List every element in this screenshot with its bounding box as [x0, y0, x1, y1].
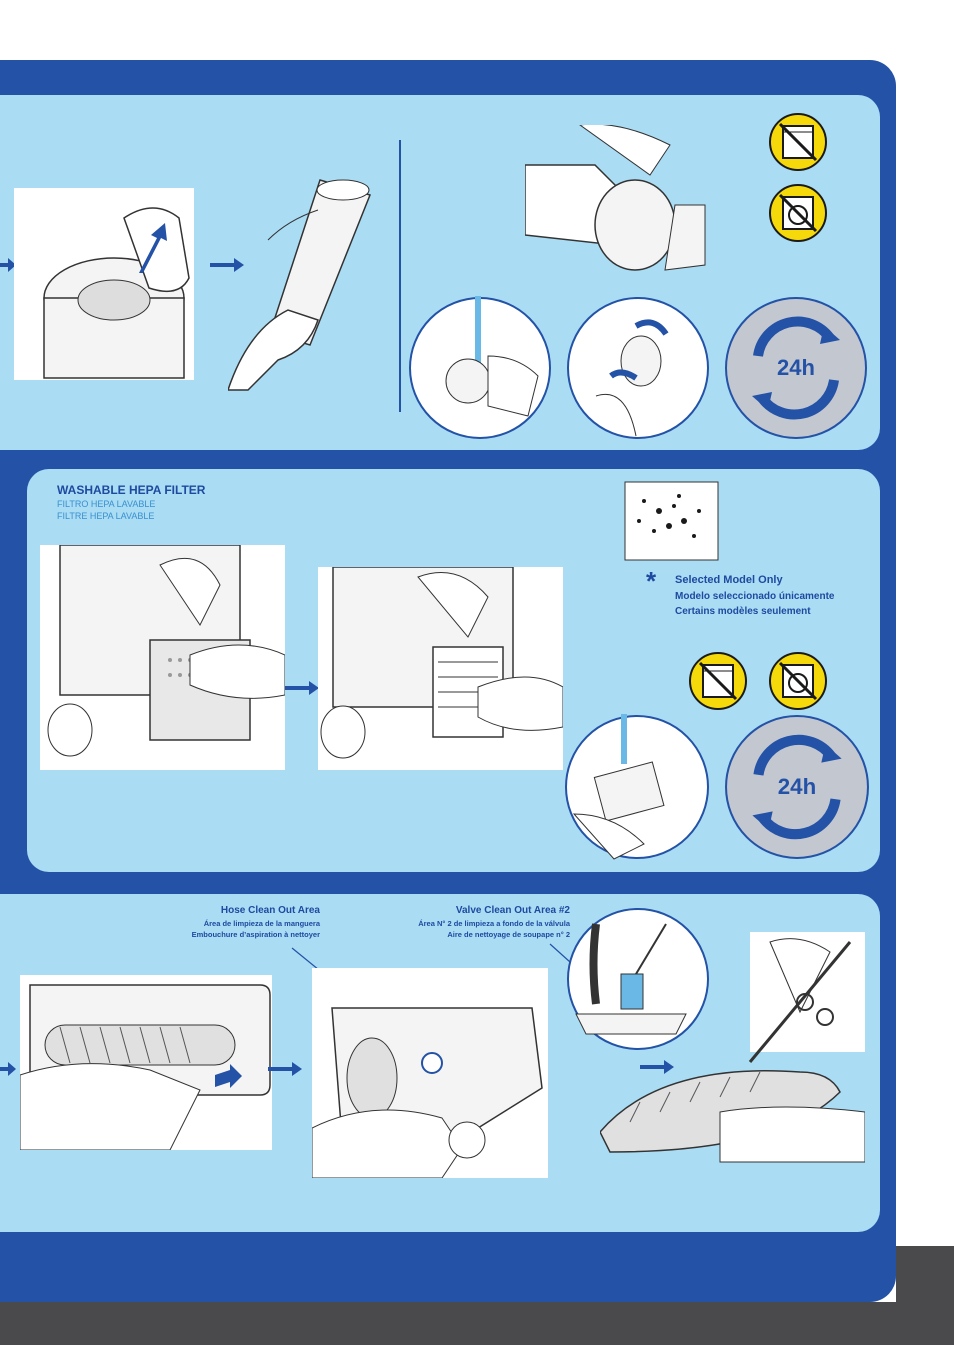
arrow-right-icon: [0, 258, 16, 272]
24h-dry-icon: 24h: [724, 714, 870, 860]
asterisk-icon: *: [646, 566, 657, 596]
hose-area-title: Hose Clean Out Area: [220, 905, 320, 916]
filter-cartridge-illustration: [228, 170, 378, 392]
hepa-sub-es: FILTRO HEPA LAVABLE: [57, 499, 156, 509]
24h-dry-icon: 24h: [724, 296, 868, 440]
no-washing-machine-icon: [768, 183, 828, 243]
arrow-right-icon: [268, 1062, 302, 1076]
valve-area-es: Área N° 2 de limpieza a fondo de la válv…: [418, 919, 570, 928]
hepa-remove-filter-illustration: [318, 567, 563, 770]
24h-label: 24h: [777, 355, 815, 380]
cut-hair-brushroll-illustration: [600, 932, 865, 1170]
rinse-filter-circle: [408, 296, 552, 440]
hose-area-es: Área de limpieza de la manguera: [203, 919, 320, 928]
valve-area-title: Valve Clean Out Area #2: [455, 905, 570, 916]
hose-area-fr: Embouchure d’aspiration à nettoyer: [191, 930, 320, 939]
no-dishwasher-icon: [688, 651, 748, 711]
selected-model-en: Selected Model Only: [675, 574, 783, 586]
hepa-sub-fr: FILTRE HEPA LAVABLE: [57, 511, 155, 521]
brushroll-removal-illustration: [20, 975, 272, 1150]
hepa-title: WASHABLE HEPA FILTER: [57, 483, 206, 497]
hepa-door-open-illustration: [40, 545, 285, 770]
valve-area-fr: Aire de nettoyage de soupape n° 2: [447, 930, 570, 939]
page-tab: [896, 1246, 954, 1345]
filter-hands-illustration: [525, 125, 715, 275]
valve-clean-out-circle: [566, 904, 710, 1054]
arrow-right-icon: [640, 1060, 674, 1074]
panel-divider: [399, 140, 401, 412]
24h-label: 24h: [778, 774, 816, 799]
dust-cup-illustration: [14, 188, 194, 380]
selected-model-es: Modelo seleccionado únicamente: [675, 591, 835, 602]
arrow-right-icon: [0, 1062, 16, 1076]
shake-filter-circle: [566, 296, 710, 440]
hepa-filter-dirty-illustration: [624, 481, 719, 561]
no-washing-machine-icon: [768, 651, 828, 711]
arrow-right-icon: [210, 258, 244, 272]
arrow-right-icon: [285, 681, 319, 695]
footer-bar: [0, 1302, 954, 1345]
hose-clean-out-illustration: [312, 968, 548, 1178]
rinse-hepa-circle: [564, 714, 710, 860]
no-dishwasher-icon: [768, 112, 828, 172]
selected-model-fr: Certains modèles seulement: [675, 606, 811, 617]
